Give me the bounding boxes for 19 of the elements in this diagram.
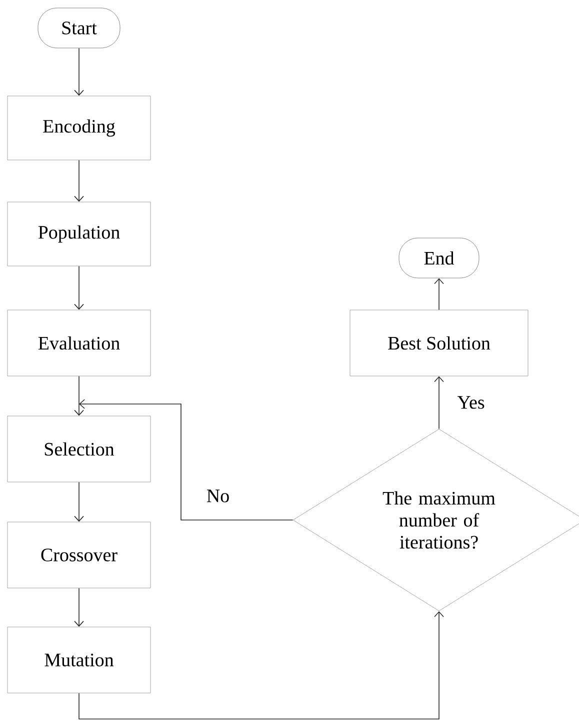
arrow — [74, 266, 84, 310]
arrow — [74, 160, 84, 202]
arrow — [74, 588, 84, 627]
process-box: Crossover — [7, 522, 151, 588]
process-box: Best Solution — [350, 310, 528, 376]
arrow — [79, 399, 294, 520]
process-box: Selection — [7, 416, 151, 482]
arrow — [74, 482, 84, 522]
process-box: Mutation — [7, 626, 151, 694]
process-box: Evaluation — [7, 310, 151, 376]
arrow — [434, 376, 444, 430]
arrow — [74, 48, 84, 96]
edge-label: Yes — [456, 395, 486, 410]
edge-label: No — [205, 488, 231, 504]
process-box: Population — [7, 202, 151, 266]
process-box: Encoding — [7, 96, 151, 160]
arrow — [78, 611, 444, 720]
arrow — [434, 278, 444, 310]
arrow — [74, 376, 84, 416]
